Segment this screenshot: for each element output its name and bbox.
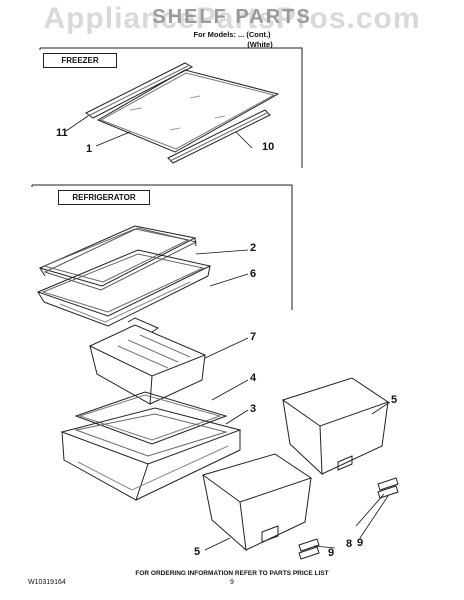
leader-5-right: [372, 402, 390, 414]
shelf-lower: [38, 250, 210, 326]
page-number: 9: [230, 579, 234, 586]
leader-3: [226, 410, 248, 424]
leader-6: [210, 274, 248, 286]
shelf-upper: [40, 226, 196, 290]
crisper-drawer-lower: [203, 454, 311, 550]
leader-5-lower: [205, 538, 230, 550]
leader-10: [236, 132, 252, 148]
refrigerator-frame: [32, 185, 292, 310]
callout-10: 10: [262, 141, 275, 153]
model-line: For Models: ... (Cont.): [193, 30, 271, 39]
callout-3: 3: [250, 403, 257, 415]
drawer-slides-lower: [299, 539, 319, 559]
freezer-frame: [40, 48, 302, 168]
freezer-glass-shelf: [98, 70, 278, 152]
leader-8: [356, 494, 384, 526]
callout-8: 8: [346, 538, 353, 550]
watermark: AppliancePartsPros.com: [43, 2, 421, 35]
ordering-note: FOR ORDERING INFORMATION REFER TO PARTS …: [135, 570, 329, 577]
drawer-slides-right: [378, 478, 398, 498]
freezer-front-trim: [86, 63, 192, 118]
refrigerator-label: REFRIGERATOR: [58, 190, 150, 205]
callout-7: 7: [250, 331, 257, 343]
leader-1: [96, 132, 130, 146]
leader-4: [212, 380, 248, 400]
leader-7: [205, 338, 248, 358]
callout-2: 2: [250, 242, 257, 254]
leader-11: [66, 116, 88, 131]
leader-9-b: [314, 546, 335, 548]
crisper-drawer-right: [283, 378, 388, 474]
callout-11: 11: [56, 127, 68, 139]
leader-9-a: [360, 496, 388, 538]
callout-9-b: 9: [328, 547, 335, 559]
callout-5-right: 5: [391, 394, 398, 406]
page-title: SHELF PARTS: [152, 6, 312, 28]
callout-6: 6: [250, 268, 257, 280]
leader-2: [196, 250, 248, 254]
freezer-rear-trim: [168, 110, 270, 163]
callout-4: 4: [250, 372, 257, 384]
doc-number: W10319164: [28, 579, 66, 586]
crisper-cover-frame: [62, 408, 240, 500]
crisper-cover-glass: [76, 392, 226, 444]
callout-9-a: 9: [357, 537, 364, 549]
color-line: (White): [247, 40, 273, 49]
freezer-label: FREEZER: [43, 53, 117, 68]
crisper-drawer-upper: [90, 318, 205, 404]
callout-5-lower: 5: [194, 546, 201, 558]
callout-1: 1: [86, 143, 93, 155]
